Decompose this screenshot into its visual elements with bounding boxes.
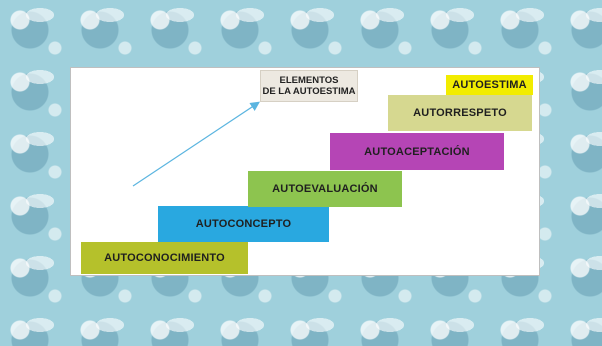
step-autorrespeto: AUTORRESPETO bbox=[388, 95, 532, 131]
step-label: AUTOACEPTACIÓN bbox=[364, 145, 470, 158]
title-line-2: DE LA AUTOESTIMA bbox=[262, 86, 356, 97]
diagram-title: ELEMENTOS DE LA AUTOESTIMA bbox=[260, 70, 358, 102]
step-label: AUTOEVALUACIÓN bbox=[272, 183, 378, 195]
step-label: AUTOCONOCIMIENTO bbox=[104, 252, 225, 264]
title-line-1: ELEMENTOS bbox=[279, 75, 339, 86]
step-autoconocimiento: AUTOCONOCIMIENTO bbox=[81, 242, 248, 274]
step-autoevaluacion: AUTOEVALUACIÓN bbox=[248, 171, 402, 207]
step-autoconcepto: AUTOCONCEPTO bbox=[158, 206, 329, 242]
step-label: AUTOCONCEPTO bbox=[195, 218, 292, 230]
step-label: AUTOESTIMA bbox=[452, 79, 527, 91]
step-autoestima: AUTOESTIMA bbox=[446, 75, 533, 95]
step-label: AUTORRESPETO bbox=[413, 107, 507, 119]
step-autoaceptacion: AUTOACEPTACIÓN bbox=[330, 133, 504, 170]
